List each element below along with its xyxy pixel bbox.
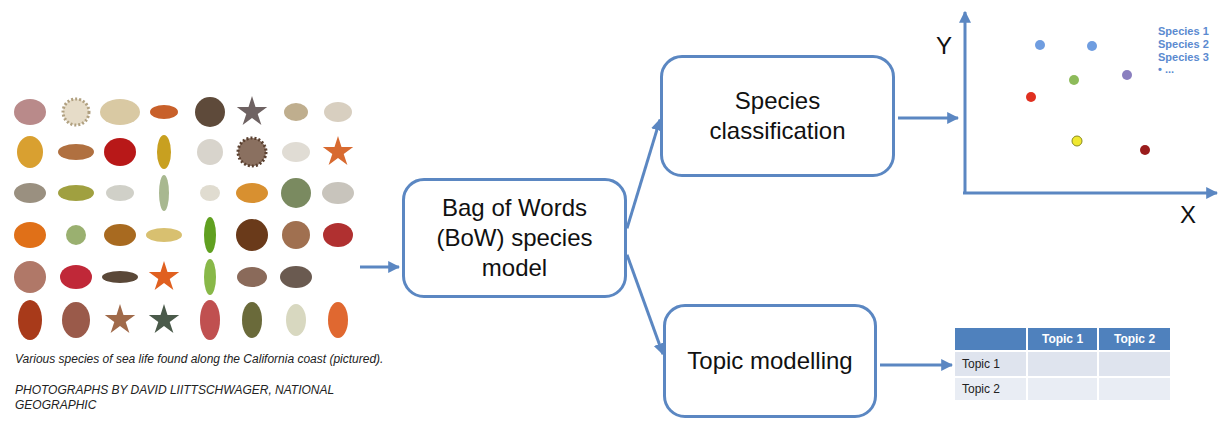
sea-life-photo-part <box>204 259 216 295</box>
process-box: Bag of Words (BoW) species model <box>402 178 627 298</box>
sea-life-photo-part <box>322 182 354 204</box>
scatter-plot-part <box>1035 40 1045 50</box>
scatter-plot-part <box>1087 41 1097 51</box>
sea-life-photo-part <box>149 304 179 333</box>
sea-life-photo-part <box>105 304 135 333</box>
sea-life-photo-part <box>280 266 312 288</box>
scatter-plot-part <box>964 12 967 194</box>
series-label: • ... <box>1158 63 1174 76</box>
series-label: Species 2 <box>1158 38 1209 51</box>
sea-life-photo-part <box>197 139 223 165</box>
photo-caption: Various species of sea life found along … <box>15 352 387 367</box>
table-header: Topic 2 <box>1099 330 1170 348</box>
topic-table-part <box>1099 328 1170 350</box>
table-cell: Topic 2 <box>962 380 1000 398</box>
scatter-plot-part <box>1140 145 1150 155</box>
sea-life-photo-part <box>58 144 94 160</box>
sea-life-photo-part <box>238 138 266 166</box>
sea-life-photo-part <box>58 185 94 201</box>
table-header: Topic 1 <box>1028 330 1097 348</box>
series-label: Species 1 <box>1158 25 1209 38</box>
scatter-plot <box>963 12 1217 194</box>
sea-life-photo-part <box>324 102 352 122</box>
sea-life-photo-part <box>236 183 268 203</box>
sea-life-photo-part <box>66 225 86 245</box>
sea-life-photo-part <box>328 302 348 338</box>
sea-life-photo-part <box>18 300 42 340</box>
sea-life-photo-part <box>150 105 178 119</box>
sea-life-photo-part <box>282 221 310 249</box>
sea-life-photo-part <box>284 103 308 121</box>
sea-life-photo-part <box>14 183 46 203</box>
topic-table-part <box>955 352 1026 376</box>
sea-life-photo-part <box>157 135 171 169</box>
sea-life-photo-part <box>104 138 136 166</box>
scatter-plot-part <box>1069 75 1079 85</box>
sea-life-photo-part <box>159 175 169 211</box>
sea-life-photo-part <box>102 271 138 283</box>
axis-label: Y <box>936 34 952 58</box>
topic-table-part <box>955 328 1026 350</box>
sea-life-photo-part <box>282 142 310 162</box>
table-cell: Topic 1 <box>962 355 1000 373</box>
sea-life-photo-part <box>200 185 220 201</box>
box-label: Species classification <box>677 86 878 146</box>
scatter-plot-part <box>1026 92 1036 102</box>
topic-table-part <box>955 378 1026 400</box>
process-box: Species classification <box>660 55 895 177</box>
process-box: Topic modelling <box>663 304 877 418</box>
sea-life-photo-part <box>17 136 43 168</box>
topic-table-part <box>1099 352 1170 376</box>
topic-table-part <box>1028 352 1097 376</box>
sea-life-photo-part <box>236 219 268 251</box>
sea-life-photo-part <box>62 302 90 338</box>
sea-life-photo-part <box>281 178 311 208</box>
sea-life-photo-part <box>14 261 46 293</box>
sea-life-photo-part <box>149 261 179 290</box>
sea-life-photo-part <box>146 228 182 242</box>
series-label: Species 3 <box>1158 51 1209 64</box>
sea-life-photo-part <box>100 99 140 125</box>
axis-label: X <box>1180 203 1196 227</box>
sea-life-photo-part <box>60 265 92 289</box>
sea-life-photo-part <box>237 267 267 287</box>
sea-life-photo-part <box>323 136 353 165</box>
photo-credit: PHOTOGRAPHS BY DAVID LIITTSCHWAGER, NATI… <box>15 383 387 413</box>
box-label: Bag of Words (BoW) species model <box>419 193 610 283</box>
topic-table <box>955 328 1170 400</box>
sea-life-photo-part <box>237 96 267 125</box>
scatter-plot-part <box>1122 70 1132 80</box>
sea-life-photo-part <box>63 99 89 125</box>
sea-life-photo-part <box>286 304 306 336</box>
topic-table-part <box>1028 378 1097 400</box>
sea-life-photo-part <box>204 217 216 253</box>
sea-life-photo-part <box>14 99 46 125</box>
sea-life-photo-part <box>104 224 136 246</box>
sea-life-photo <box>8 94 358 346</box>
side-arrows-part <box>880 364 952 367</box>
sea-life-photo-part <box>323 223 353 247</box>
side-arrows-part <box>360 266 399 269</box>
sea-life-photo-part <box>195 97 225 127</box>
side-arrows-part <box>898 117 958 120</box>
sea-life-photo-part <box>8 94 358 346</box>
flow-arrow <box>627 255 663 354</box>
sea-life-photo-part <box>14 222 46 248</box>
sea-life-photo-part <box>200 300 220 340</box>
topic-table-part <box>1099 378 1170 400</box>
box-label: Topic modelling <box>687 346 852 376</box>
sea-life-photo-part <box>242 302 262 338</box>
sea-life-photo-part <box>106 185 134 201</box>
scatter-plot-part <box>963 192 1217 195</box>
scatter-plot-part <box>1072 136 1082 146</box>
topic-table-part <box>1028 328 1097 350</box>
flow-arrow <box>627 120 660 229</box>
